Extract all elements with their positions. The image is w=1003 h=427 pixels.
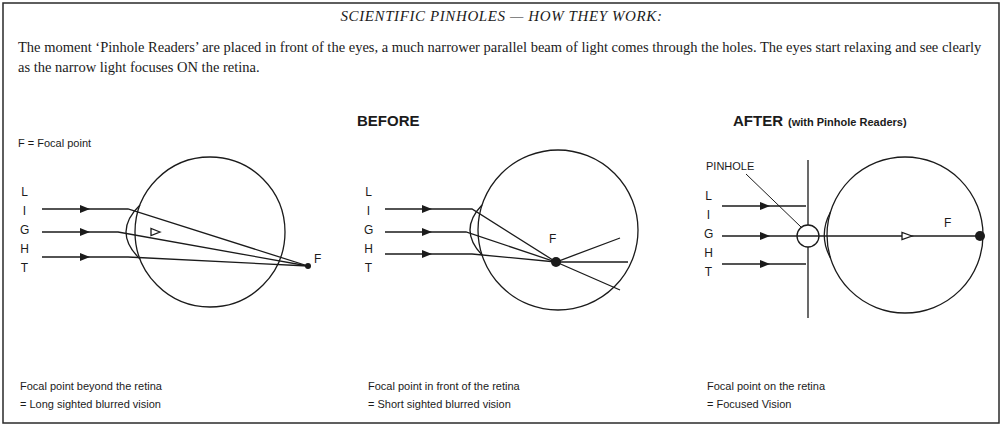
caption-line: = Focused Vision <box>707 398 792 410</box>
intro-paragraph: The moment ‘Pinhole Readers’ are placed … <box>18 37 986 77</box>
caption-line: = Long sighted blurred vision <box>20 398 161 410</box>
focal-label: F <box>944 216 951 230</box>
light-label: LIGHT <box>364 183 373 278</box>
focal-label: F <box>314 252 321 266</box>
heading-title: SCIENTIFIC PINHOLES — HOW THEY WORK: <box>0 8 1003 25</box>
caption-line: = Short sighted blurred vision <box>368 398 511 410</box>
focal-label: F <box>549 232 556 246</box>
part-label: PINHOLE <box>706 160 754 172</box>
key-note: F = Focal point <box>18 137 91 149</box>
caption-line: Focal point in front of the retina <box>368 380 520 392</box>
long-sighted-eye <box>42 157 311 307</box>
outer-frame <box>3 3 999 423</box>
section-subheading: (with Pinhole Readers) <box>788 116 907 128</box>
light-label: LIGHT <box>20 183 29 278</box>
caption-line: Focal point beyond the retina <box>20 380 162 392</box>
section-heading: AFTER <box>733 112 783 129</box>
caption-line: Focal point on the retina <box>707 380 825 392</box>
light-label: LIGHT <box>704 187 713 282</box>
pinhole-eye <box>722 157 985 318</box>
section-heading: BEFORE <box>357 112 420 129</box>
short-sighted-eye <box>385 150 638 310</box>
